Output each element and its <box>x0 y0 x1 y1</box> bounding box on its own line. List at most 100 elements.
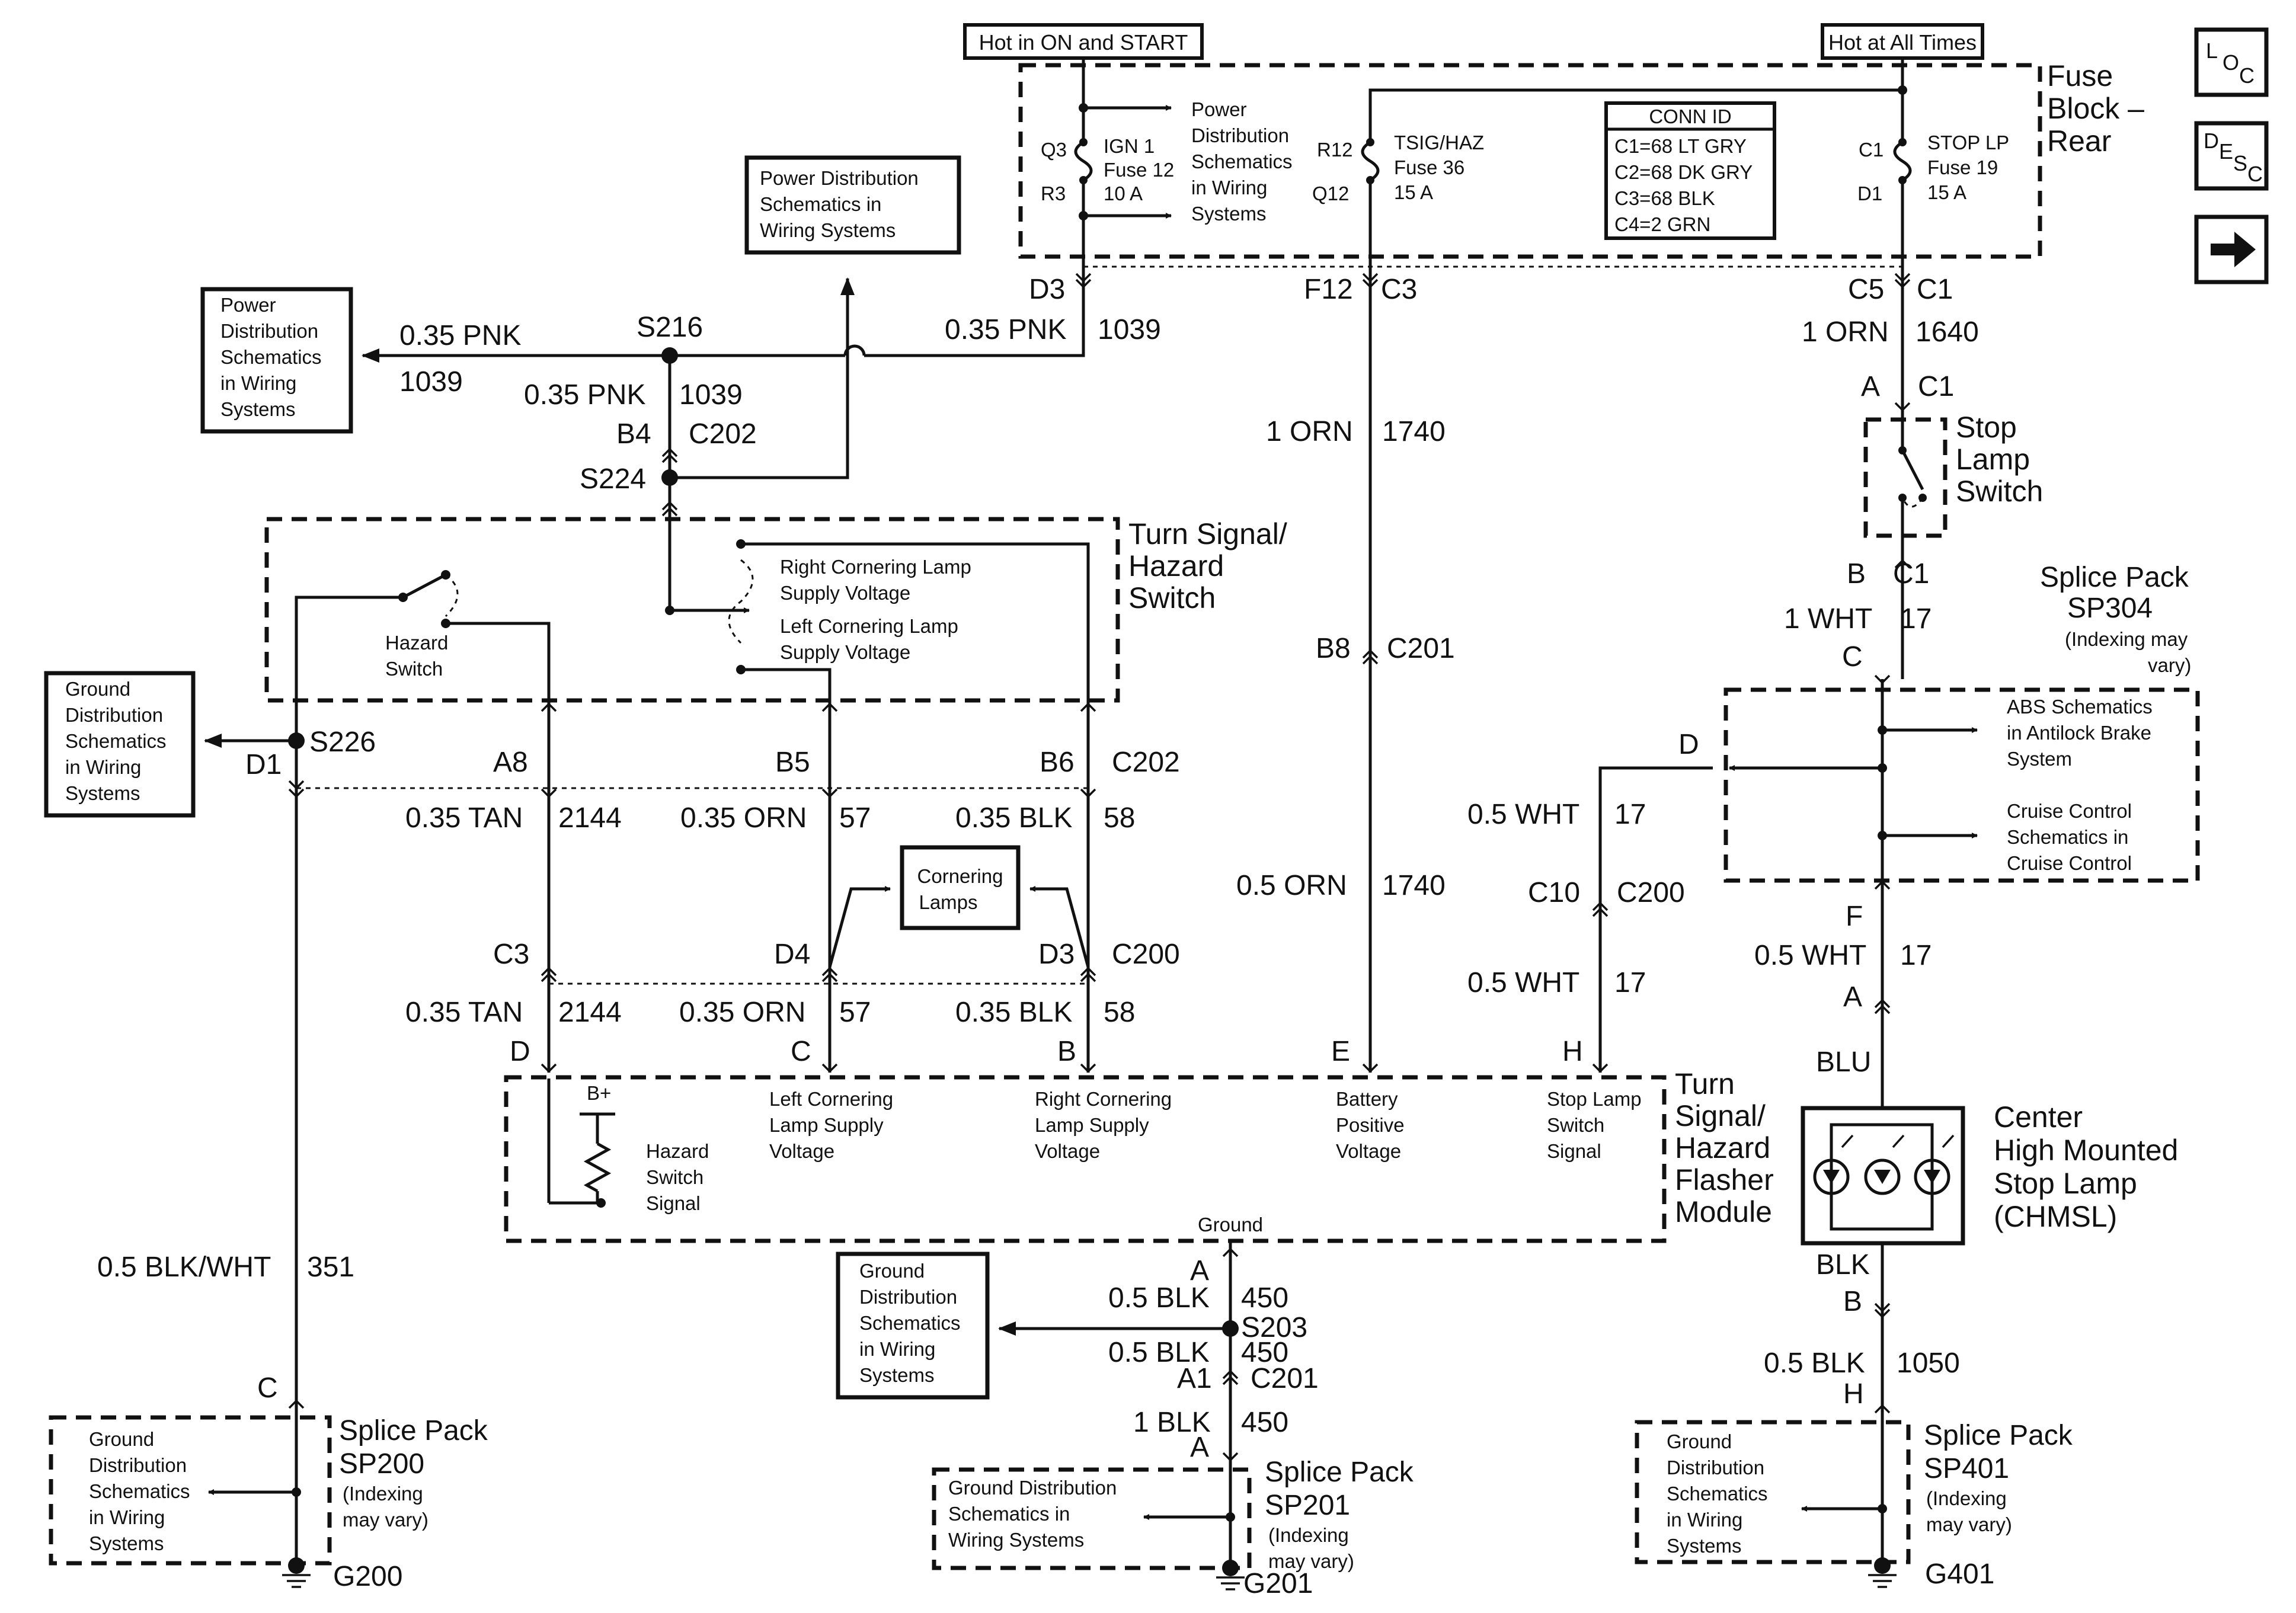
svg-text:Distribution: Distribution <box>220 320 318 342</box>
svg-text:in Wiring: in Wiring <box>220 372 296 394</box>
svg-text:G200: G200 <box>333 1561 402 1592</box>
svg-text:0.35 ORN: 0.35 ORN <box>680 802 807 834</box>
svg-text:Distribution: Distribution <box>859 1286 957 1308</box>
svg-text:Hot in ON and START: Hot in ON and START <box>979 30 1188 55</box>
svg-text:in Wiring: in Wiring <box>1667 1509 1742 1531</box>
svg-text:IGN 1: IGN 1 <box>1104 135 1155 157</box>
svg-text:0.5 WHT: 0.5 WHT <box>1467 967 1579 998</box>
svg-text:450: 450 <box>1241 1282 1288 1314</box>
svg-text:Rear: Rear <box>2047 124 2111 158</box>
svg-text:R12: R12 <box>1317 139 1353 161</box>
svg-text:Switch: Switch <box>1956 475 2043 508</box>
svg-text:BLU: BLU <box>1816 1046 1871 1078</box>
svg-text:H: H <box>1562 1036 1583 1067</box>
chmsl-lamp: Center High Mounted Stop Lamp (CHMSL) <box>1801 1100 2178 1246</box>
svg-text:0.35 ORN: 0.35 ORN <box>679 997 805 1028</box>
svg-text:H: H <box>1843 1378 1864 1410</box>
svg-text:0.5 BLK/WHT: 0.5 BLK/WHT <box>97 1252 271 1283</box>
svg-text:15 A: 15 A <box>1927 181 1966 203</box>
svg-text:17: 17 <box>1900 603 1932 635</box>
svg-text:A: A <box>1190 1432 1209 1463</box>
svg-text:0.5 ORN: 0.5 ORN <box>1236 870 1347 901</box>
flasher-module: Turn Signal/ Hazard Flasher Module B+ Ha… <box>504 1067 1774 1243</box>
svg-text:C202: C202 <box>689 418 757 450</box>
svg-text:B+: B+ <box>587 1082 611 1104</box>
svg-text:Ground: Ground <box>1198 1214 1263 1236</box>
svg-text:STOP LP: STOP LP <box>1927 132 2009 153</box>
svg-text:Hazard: Hazard <box>1675 1131 1770 1164</box>
svg-text:Schematics: Schematics <box>859 1312 961 1334</box>
svg-text:B4: B4 <box>616 418 651 450</box>
svg-text:Systems: Systems <box>859 1364 935 1386</box>
svg-text:C1: C1 <box>1917 274 1953 305</box>
svg-text:C3=68 BLK: C3=68 BLK <box>1614 187 1715 209</box>
svg-text:D: D <box>1678 729 1699 760</box>
svg-text:(Indexing: (Indexing <box>343 1483 423 1505</box>
svg-text:SP401: SP401 <box>1924 1453 2009 1484</box>
svg-text:Hazard: Hazard <box>385 632 448 654</box>
svg-text:0.5 WHT: 0.5 WHT <box>1467 799 1579 830</box>
svg-text:Signal: Signal <box>1547 1140 1601 1162</box>
svg-text:Lamp Supply: Lamp Supply <box>769 1114 884 1136</box>
svg-text:Module: Module <box>1675 1195 1772 1228</box>
next-arrow-icon[interactable] <box>2194 215 2269 284</box>
svg-text:57: 57 <box>839 997 871 1028</box>
svg-text:Systems: Systems <box>89 1532 164 1554</box>
svg-text:2144: 2144 <box>558 802 622 834</box>
svg-text:0.35 BLK: 0.35 BLK <box>955 802 1072 834</box>
svg-text:C: C <box>791 1036 811 1067</box>
svg-text:Splice Pack: Splice Pack <box>1265 1457 1414 1488</box>
svg-text:Power: Power <box>220 294 276 316</box>
svg-text:15 A: 15 A <box>1394 181 1433 203</box>
svg-text:Distribution: Distribution <box>89 1454 187 1476</box>
svg-text:C: C <box>2247 162 2263 186</box>
svg-text:Schematics: Schematics <box>1191 151 1293 172</box>
svg-text:1640: 1640 <box>1916 316 1979 348</box>
svg-text:Systems: Systems <box>1191 203 1267 225</box>
svg-text:450: 450 <box>1241 1407 1288 1438</box>
svg-text:Ground: Ground <box>1667 1430 1732 1452</box>
cornering-lamps: Cornering Lamps <box>900 845 1021 930</box>
svg-text:Wiring Systems: Wiring Systems <box>760 219 896 241</box>
svg-text:0.35 PNK: 0.35 PNK <box>524 379 645 411</box>
svg-text:Stop: Stop <box>1956 411 2017 444</box>
svg-text:C: C <box>257 1372 278 1404</box>
svg-text:Flasher: Flasher <box>1675 1163 1774 1196</box>
svg-text:SP201: SP201 <box>1265 1490 1350 1521</box>
svg-text:A1: A1 <box>1177 1363 1212 1394</box>
svg-text:1039: 1039 <box>1098 314 1161 345</box>
svg-text:1 BLK: 1 BLK <box>1133 1407 1211 1438</box>
svg-text:(CHMSL): (CHMSL) <box>1994 1200 2117 1233</box>
svg-text:(Indexing may: (Indexing may <box>2065 628 2188 650</box>
svg-text:A8: A8 <box>493 747 528 778</box>
svg-text:Hazard: Hazard <box>646 1140 709 1162</box>
svg-text:C3: C3 <box>1381 274 1417 305</box>
header-hot-on-start: Hot in ON and START <box>963 23 1204 60</box>
mid-wires: A8 B5 B6 C202 0.35 TAN 2144 0.35 ORN 57 … <box>295 700 1583 1404</box>
svg-text:57: 57 <box>839 802 871 834</box>
svg-text:Ground: Ground <box>65 678 130 700</box>
svg-text:F12: F12 <box>1304 274 1353 305</box>
svg-text:Power Distribution: Power Distribution <box>760 167 919 189</box>
loc-icon[interactable]: L O C <box>2194 27 2269 97</box>
svg-text:C1=68 LT GRY: C1=68 LT GRY <box>1614 135 1747 157</box>
desc-icon[interactable]: D E S C <box>2194 121 2269 191</box>
svg-text:Stop Lamp: Stop Lamp <box>1994 1167 2137 1200</box>
svg-text:Schematics: Schematics <box>220 346 322 368</box>
svg-text:1 WHT: 1 WHT <box>1784 603 1872 635</box>
svg-text:Signal/: Signal/ <box>1675 1099 1766 1132</box>
svg-text:Switch: Switch <box>1547 1114 1604 1136</box>
header-hot-all-times: Hot at All Times <box>1821 23 1984 60</box>
svg-text:in Wiring: in Wiring <box>65 756 141 778</box>
svg-text:C1: C1 <box>1859 139 1884 161</box>
splice-pack-sp304: ABS Schematics in Antilock Brake System … <box>1723 679 2200 883</box>
svg-text:2144: 2144 <box>558 997 622 1028</box>
svg-text:F: F <box>1846 901 1863 932</box>
svg-text:G401: G401 <box>1925 1558 1994 1590</box>
pds-box-left: Power Distribution Schematics in Wiring … <box>200 287 353 434</box>
svg-text:C: C <box>1842 641 1863 673</box>
fuse-block-rear: Fuse Block – Rear Q3 R3 IGN 1 Fuse 12 10… <box>1018 58 2144 259</box>
svg-text:1740: 1740 <box>1382 870 1446 901</box>
conn-id-table: CONN ID C1=68 LT GRY C2=68 DK GRY C3=68 … <box>1604 101 1776 240</box>
